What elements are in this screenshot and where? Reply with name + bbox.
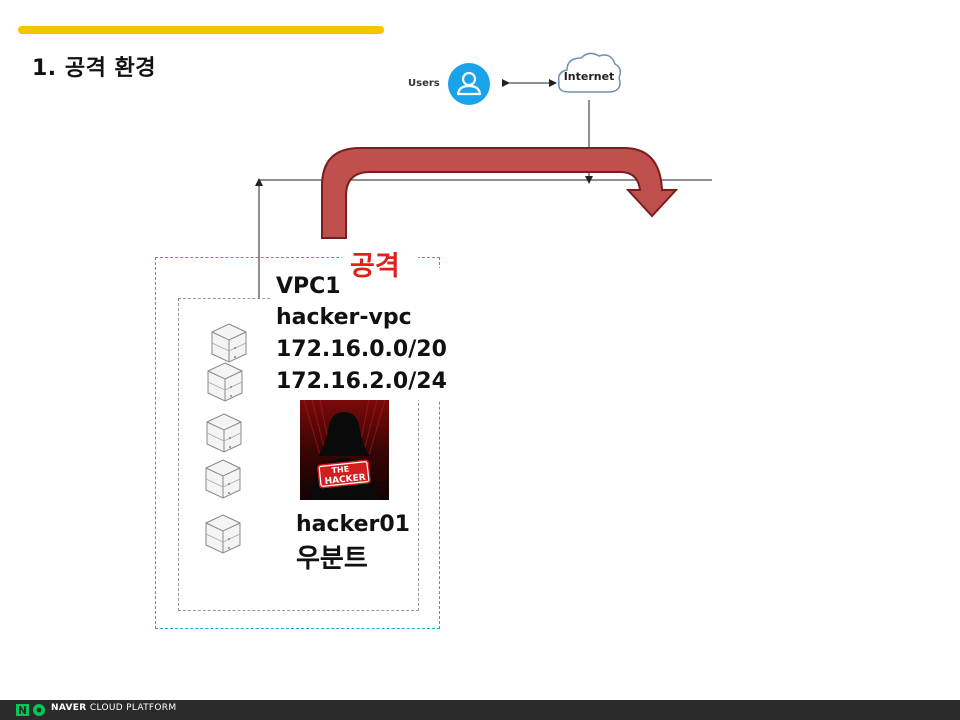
server-icon	[207, 362, 243, 402]
footer-bar: NAVER CLOUD PLATFORM	[0, 700, 960, 720]
host-os: 우분트	[296, 544, 368, 574]
host-name: hacker01	[296, 512, 410, 537]
server-icon	[211, 323, 247, 363]
vpc-resource-name: hacker-vpc	[276, 305, 412, 330]
hacker-badge-line1: THE	[331, 464, 349, 475]
vpc-cidr: 172.16.0.0/20	[276, 337, 447, 362]
footer-brand-text: NAVER CLOUD PLATFORM	[51, 703, 176, 713]
users-label: Users	[408, 78, 440, 89]
slide-title: 1. 공격 환경	[32, 56, 156, 81]
footer-brand-bold: NAVER	[51, 703, 87, 713]
hacker-badge-line2: HACKER	[324, 473, 366, 487]
footer-brand-rest: CLOUD PLATFORM	[89, 703, 177, 713]
title-accent-bar	[18, 26, 384, 34]
vpc-info-panel	[270, 268, 442, 400]
vpc-name: VPC1	[276, 274, 341, 299]
naver-cloud-logo-icon	[16, 704, 45, 716]
attack-arrow	[321, 147, 679, 239]
vpc-boundary	[155, 257, 440, 629]
cloud-icon	[557, 52, 622, 93]
hacker-image: THE HACKER	[300, 400, 389, 500]
server-icon	[206, 413, 242, 453]
user-circle-icon	[448, 63, 490, 105]
server-icon	[205, 514, 241, 554]
subnet-cidr: 172.16.2.0/24	[276, 369, 447, 394]
attack-label: 공격	[350, 251, 400, 282]
server-icon	[205, 459, 241, 499]
attack-label-background	[342, 244, 418, 278]
internet-label: Internet	[563, 70, 615, 83]
